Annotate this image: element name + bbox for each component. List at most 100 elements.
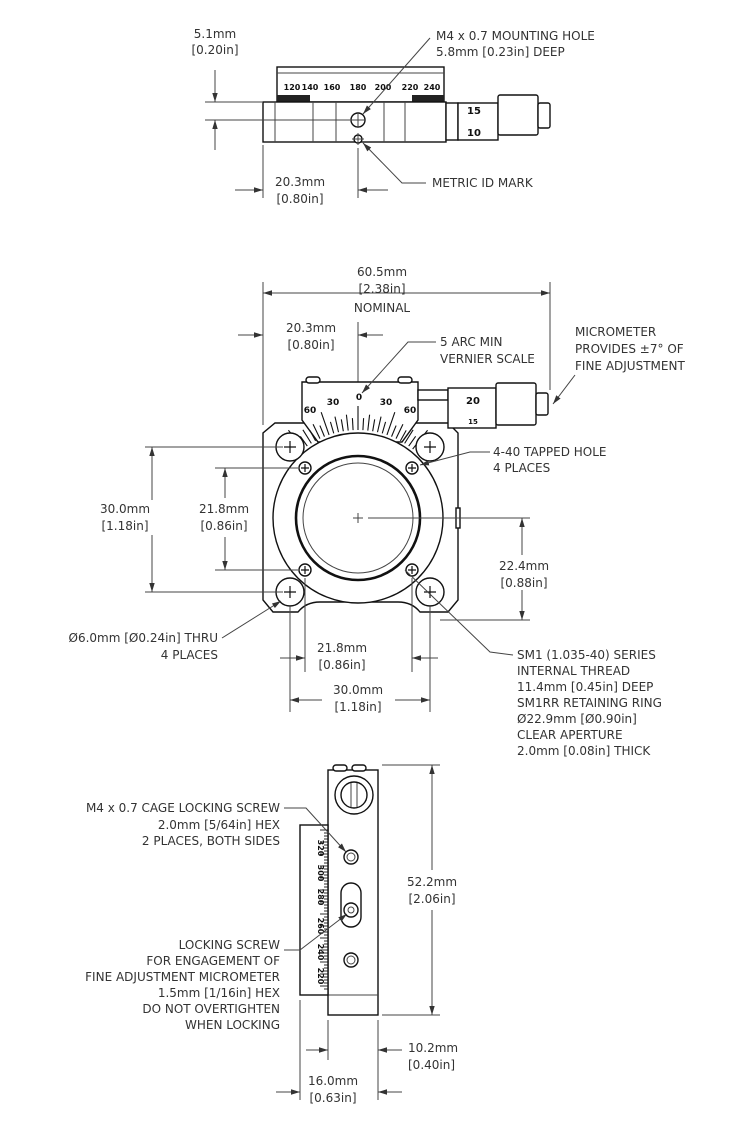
micrometer-note-line2: PROVIDES ±7° OF [575,342,684,356]
sm1-note-line: Ø22.9mm [Ø0.90in] [517,712,637,726]
micrometer-label: 20 [466,396,480,407]
dial-label: 240 [424,83,441,92]
dial-label: 140 [302,83,319,92]
micrometer-thimble [457,102,499,141]
offset-dim-in: [0.80in] [276,192,323,206]
vernier-tick [345,414,349,431]
side-scale-ticks [320,829,328,990]
sm1-note: SM1 (1.035-40) SERIES INTERNAL THREAD 11… [517,648,662,758]
front-view: 60.5mm [2.38in] NOMINAL 20.3mm [0.80in] … [69,265,686,758]
dial-label: 200 [375,83,392,92]
dial-label: 180 [350,83,367,92]
vernier-tick [334,416,340,433]
dial-label: 120 [284,83,301,92]
right-22-dim-in: [0.88in] [500,576,547,590]
dial-scale-labels: 120 140 160 180 200 220 240 [284,83,441,92]
height-dim-mm: 5.1mm [194,27,236,41]
vernier-note: 5 ARC MIN [440,335,502,349]
vernier-tick [399,430,407,442]
vernier-tick [395,423,404,439]
vernier-block [301,381,419,443]
vernier-label: 30 [380,398,393,408]
vernier-label: 60 [404,406,417,416]
side-view: 320 300 280 260 240 220 52.2mm [2.06in] … [85,764,458,1105]
locking-note-line: FINE ADJUSTMENT MICROMETER [85,970,280,984]
micrometer-label: 15 [468,418,478,426]
cage-locking-screw-icon [343,952,359,968]
bottom-21-dim-mm: 21.8mm [317,641,367,655]
width-dim-nominal: NOMINAL [354,301,411,315]
side-scale-plate [299,824,329,996]
sm1-note-line: 2.0mm [0.08in] THICK [517,744,651,758]
vernier-tick [329,421,335,434]
micrometer-barrel [495,382,537,426]
tapped-hole-icon [405,563,419,577]
offset-dim-mm: 20.3mm [275,175,325,189]
vernier-tick [312,423,321,439]
micrometer-label: 10 [467,128,481,139]
thru-hole-icon [415,577,445,607]
mounting-hole-note: M4 x 0.7 MOUNTING HOLE [436,29,595,43]
vernier-tick [404,429,414,444]
micrometer-note: MICROMETER [575,325,656,339]
locking-note-line: 1.5mm [1/16in] HEX [158,986,280,1000]
scale-label: 260 [316,918,325,935]
width-dim-in: [2.38in] [358,282,405,296]
tapped-hole-icon [298,461,312,475]
vernier-tick [391,425,397,437]
vernier-tick [372,419,376,432]
locking-note-line: LOCKING SCREW [179,938,280,952]
locking-note-line: WHEN LOCKING [185,1018,280,1032]
left-21-dim-in: [0.86in] [200,519,247,533]
bottom-30-dim-in: [1.18in] [334,700,381,714]
bottom-21-dim-in: [0.86in] [318,658,365,672]
side-height-dim-mm: 52.2mm [407,875,457,889]
side-width-dim-mm: 16.0mm [308,1074,358,1088]
metric-id-mark-note: METRIC ID MARK [432,176,534,190]
sm1-note-line: SM1 (1.035-40) SERIES [517,648,656,662]
tapped-hole-places: 4 PLACES [493,461,550,475]
cage-screw-places: 2 PLACES, BOTH SIDES [142,834,280,848]
center-dim-mm: 20.3mm [286,321,336,335]
scale-label: 280 [316,889,325,906]
micrometer-note-line3: FINE ADJUSTMENT [575,359,685,373]
side-depth-dim-in: [0.40in] [408,1058,455,1072]
tapped-hole-icon [405,461,419,475]
vernier-tick [386,412,396,436]
left-30-dim-mm: 30.0mm [100,502,150,516]
height-dim-in: [0.20in] [191,43,238,57]
vernier-label: 30 [327,398,340,408]
vernier-tick [381,421,387,434]
vernier-tick [367,414,371,431]
side-scale-labels: 320 300 280 260 240 220 [316,840,325,985]
vernier-tick [319,425,325,437]
vernier-tick [309,430,317,442]
mounting-holes [275,432,445,607]
scale-label: 220 [316,968,325,985]
vernier-label: 0 [356,393,362,403]
locking-screw-icon [343,902,359,918]
cage-locking-screw-icon [343,849,359,865]
sm1-note-line: INTERNAL THREAD [517,664,630,678]
dial-label: 220 [402,83,419,92]
thru-hole-icon [415,432,445,462]
width-dim-mm: 60.5mm [357,265,407,279]
vernier-tick [320,412,330,436]
center-dim-in: [0.80in] [287,338,334,352]
cage-screw-note: M4 x 0.7 CAGE LOCKING SCREW [86,801,280,815]
thru-hole-places: 4 PLACES [161,648,218,662]
left-30-dim-in: [1.18in] [101,519,148,533]
cage-screw-hex: 2.0mm [5/64in] HEX [158,818,280,832]
vernier-note-line2: VERNIER SCALE [440,352,535,366]
scale-label: 300 [316,865,325,882]
vernier-tick [408,435,417,447]
bottom-30-dim-mm: 30.0mm [333,683,383,697]
scale-label: 320 [316,840,325,857]
tapped-hole-icon [298,563,312,577]
micrometer-label: 15 [467,106,481,117]
side-width-dim-in: [0.63in] [309,1091,356,1105]
dial-label: 160 [324,83,341,92]
left-21-dim-mm: 21.8mm [199,502,249,516]
vernier-tick [302,429,312,444]
